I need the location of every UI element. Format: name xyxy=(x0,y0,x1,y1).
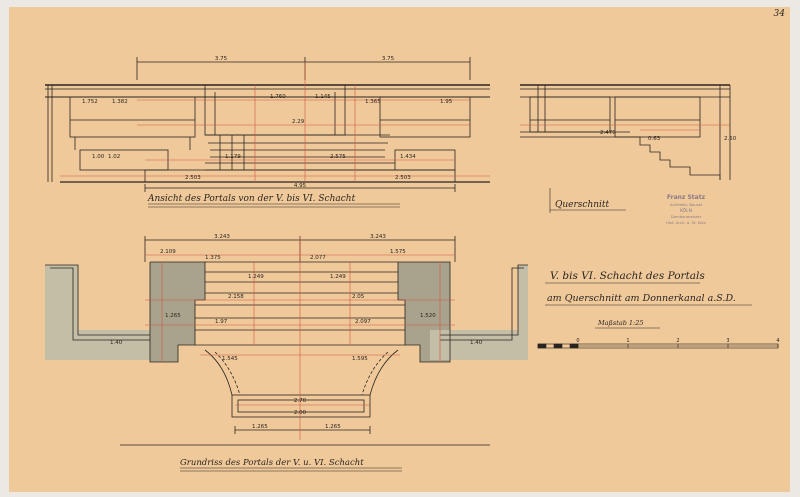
dim-elev-h2: 1.02 xyxy=(108,154,120,160)
dim-elev-r3: 1.434 xyxy=(400,154,416,160)
plan-title-underline xyxy=(180,467,402,472)
dim-elev-half-right: 3.75 xyxy=(382,56,395,62)
dim-elev-center: 2.29 xyxy=(292,119,305,125)
portal-plan xyxy=(45,236,528,446)
dim-plan-bot2: 2.00 xyxy=(294,410,307,416)
elev-dim-labels: 3.75 3.75 1.752 1.382 1.760 1.145 1.365 … xyxy=(82,56,453,189)
page-number: 34 xyxy=(774,9,786,19)
dim-plan-t2: 1.375 xyxy=(205,255,221,261)
dim-plan-v1: 1.265 xyxy=(165,313,181,319)
title-block: V. bis VI. Schacht des Portals am Quersc… xyxy=(545,270,752,329)
cs-dim-labels: 2.470 0.63 2.50 xyxy=(600,130,737,142)
dim-plan-bot4: 1.265 xyxy=(325,424,341,430)
scale-tick-0: 0 xyxy=(576,338,579,344)
dim-elev-w3: 1.760 xyxy=(270,94,286,100)
dim-plan-c4: 2.097 xyxy=(355,319,371,325)
cross-section-title: Querschnitt xyxy=(555,200,610,210)
dim-plan-c5: 1.545 xyxy=(222,356,238,362)
dim-plan-half-left: 3.243 xyxy=(214,234,230,240)
main-title-line-1: V. bis VI. Schacht des Portals xyxy=(550,270,705,282)
elev-red-dims xyxy=(60,62,490,182)
stamp-line-1: Franz Statz xyxy=(667,194,706,201)
dim-plan-half-right: 3.243 xyxy=(370,234,386,240)
dim-plan-c3: 1.97 xyxy=(215,319,228,325)
stamp-line-3: KÖLN xyxy=(680,207,692,214)
dim-elev-w4: 1.145 xyxy=(315,94,331,100)
archive-stamp: Franz Statz Architekt, Baurat KÖLN Domba… xyxy=(666,194,707,225)
plan-wall-right-shade xyxy=(430,265,528,360)
scale-tick-2: 2 xyxy=(676,338,679,344)
dim-plan-t3: 2.077 xyxy=(310,255,326,261)
dim-elev-b2: 2.503 xyxy=(395,175,411,181)
elev-title-underline xyxy=(148,203,400,208)
scale-ticks: 0 1 2 3 4 xyxy=(576,338,779,344)
dim-elev-total: 4.95 xyxy=(294,183,307,189)
dim-plan-side-right: 1.40 xyxy=(470,340,483,346)
dim-plan-v2: 1.520 xyxy=(420,313,436,319)
dim-plan-c1: 2.158 xyxy=(228,294,244,300)
dim-elev-w5: 1.365 xyxy=(365,99,381,105)
scale-tick-1: 1 xyxy=(626,338,629,344)
stamp-line-2: Architekt, Baurat xyxy=(670,202,703,207)
dim-elev-half-left: 3.75 xyxy=(215,56,228,62)
dim-elev-w2: 1.382 xyxy=(112,99,128,105)
main-title-line-2: am Querschnitt am Donnerkanal a.S.D. xyxy=(547,293,736,304)
stamp-line-5: Hist. Arch. d. St. Köln xyxy=(666,220,707,225)
portal-cross-section xyxy=(520,84,731,180)
dim-cs-w2: 0.63 xyxy=(648,136,661,142)
dim-plan-bot3: 1.265 xyxy=(252,424,268,430)
dim-plan-c2: 2.05 xyxy=(352,294,365,300)
scale-tick-4: 4 xyxy=(776,338,779,344)
dim-elev-w6: 1.95 xyxy=(440,99,453,105)
dim-cs-w1: 2.470 xyxy=(600,130,616,136)
dim-plan-t4: 1.575 xyxy=(390,249,406,255)
dim-elev-b1: 2.503 xyxy=(185,175,201,181)
dim-plan-m1: 1.249 xyxy=(248,274,264,280)
dim-plan-t1: 2.109 xyxy=(160,249,176,255)
dim-elev-h1: 1.00 xyxy=(92,154,105,160)
portal-elevation xyxy=(45,57,490,192)
dim-elev-w1: 1.752 xyxy=(82,99,98,105)
dim-plan-c6: 1.595 xyxy=(352,356,368,362)
dim-plan-bot1: 2.70 xyxy=(294,398,307,404)
dim-elev-r1: 1.179 xyxy=(225,154,241,160)
plan-pier-left-shade xyxy=(150,262,205,362)
cs-title-box xyxy=(549,188,626,213)
plan-title: Grundriss des Portals der V. u. VI. Scha… xyxy=(180,458,364,468)
scale-bar xyxy=(537,343,779,349)
stamp-line-4: Dombaumeister xyxy=(671,214,702,219)
elevation-title: Ansicht des Portals von der V. bis VI. S… xyxy=(147,194,356,204)
dim-plan-m2: 1.249 xyxy=(330,274,346,280)
cs-red-dims xyxy=(520,124,730,131)
plan-wall-left-shade xyxy=(45,265,150,360)
dim-elev-r2: 2.575 xyxy=(330,154,346,160)
scale-tick-3: 3 xyxy=(726,338,729,344)
dim-cs-h: 2.50 xyxy=(724,136,737,142)
plan-dim-labels: 3.243 3.243 2.109 1.375 2.077 1.575 1.24… xyxy=(110,234,483,430)
paper-sheet xyxy=(9,7,790,492)
scale-label: Maßstab 1:25 xyxy=(597,319,644,327)
dim-plan-side-left: 1.40 xyxy=(110,340,123,346)
